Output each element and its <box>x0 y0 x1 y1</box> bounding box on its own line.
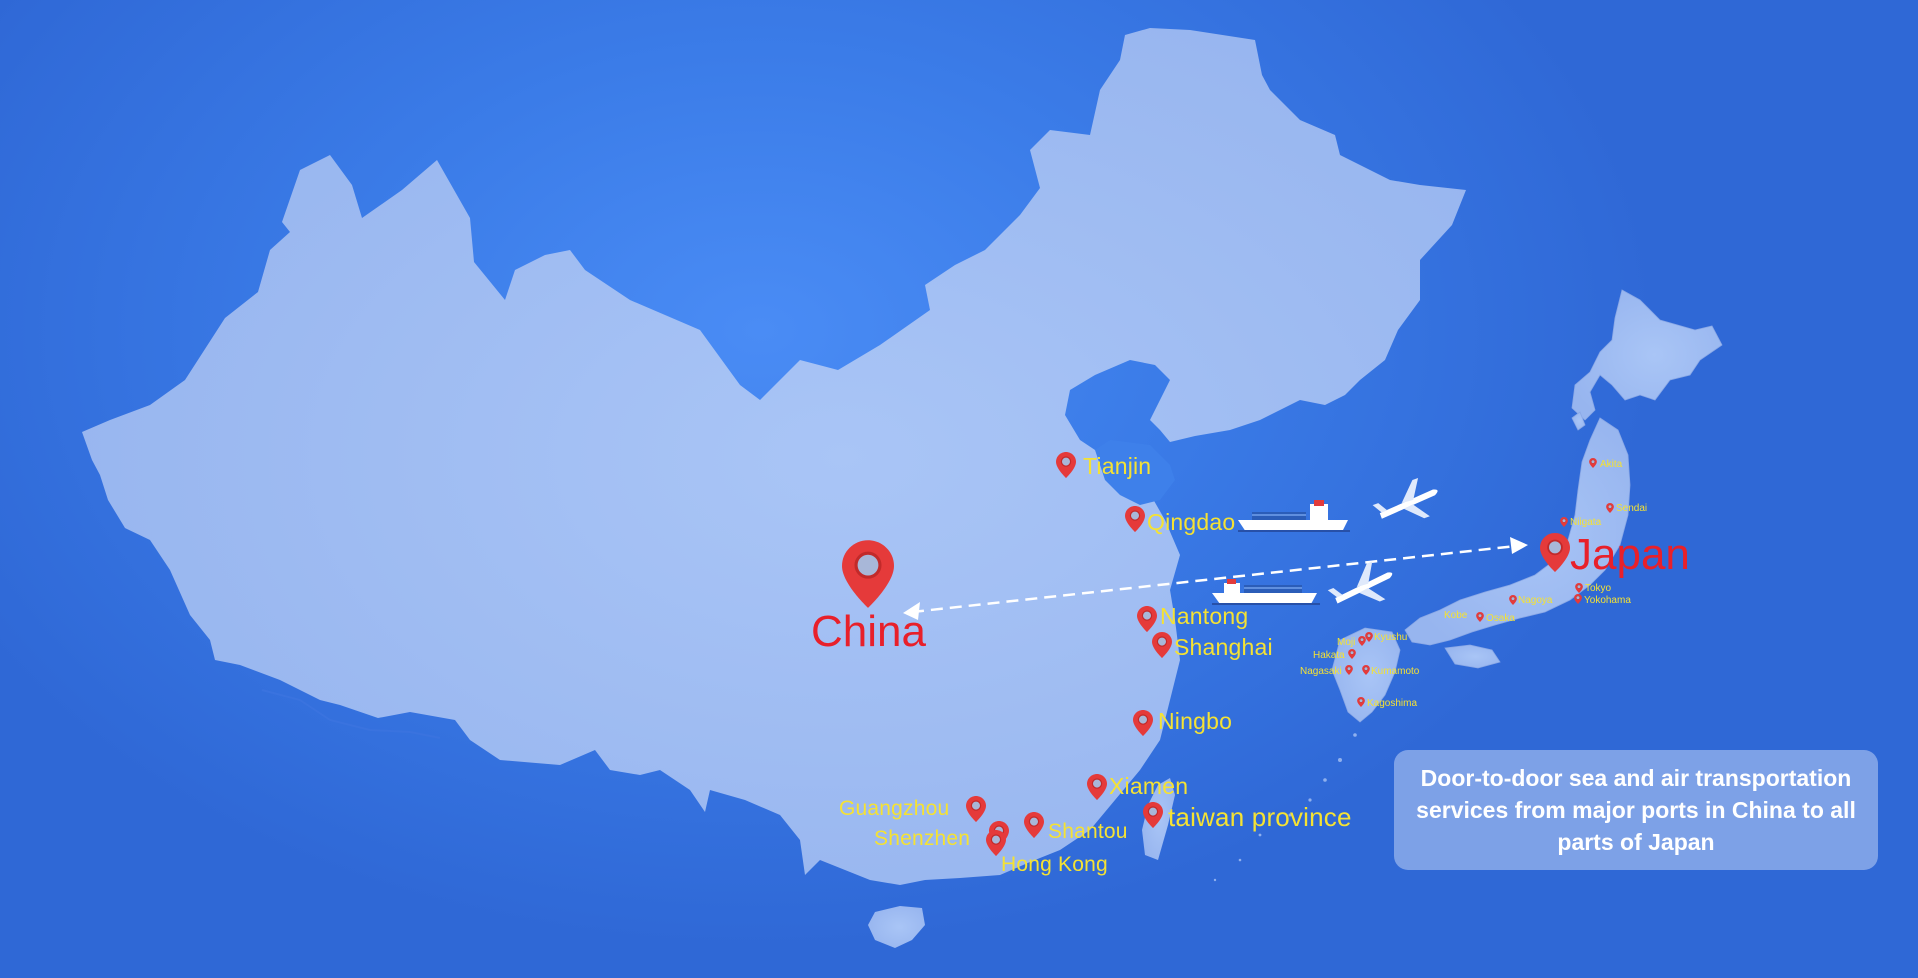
shipping-route <box>911 543 1526 614</box>
port-label-kyushu: Kyushu <box>1374 632 1408 643</box>
port-label-akita: Akita <box>1600 459 1623 470</box>
bohai-bay <box>1095 440 1175 505</box>
port-label-niigata: Niigata <box>1570 517 1602 528</box>
port-label-osaka: Osaka <box>1486 613 1515 624</box>
ryukyu-islands <box>1213 733 1357 882</box>
port-label-kumamoto: Kumamoto <box>1371 666 1420 677</box>
port-label-moji: Moji <box>1337 637 1356 648</box>
port-label-guangzhou: Guangzhou <box>839 797 950 820</box>
port-label-sendai: Sendai <box>1616 503 1648 514</box>
port-label-kobe: Kobe <box>1444 610 1468 621</box>
route-arrow-china <box>903 602 920 620</box>
port-label-hongkong: Hong Kong <box>1001 853 1108 876</box>
port-label-shantou: Shantou <box>1048 820 1128 843</box>
cargo-ship-icon <box>1238 500 1350 532</box>
country-label-china: China <box>811 607 926 656</box>
port-label-hakata: Hakata <box>1313 650 1345 661</box>
port-label-qingdao: Qingdao <box>1147 509 1236 535</box>
port-label-nantong: Nantong <box>1160 603 1249 629</box>
country-label-japan: Japan <box>1570 530 1690 579</box>
pin-niigata-icon <box>1560 517 1568 527</box>
japan-landmass <box>1331 289 1723 723</box>
service-description-box: Door-to-door sea and air transportation … <box>1394 750 1878 870</box>
border-line <box>261 689 441 739</box>
port-label-tokyo: Tokyo <box>1585 583 1612 594</box>
port-label-ningbo: Ningbo <box>1158 708 1233 734</box>
port-label-xiamen: Xiamen <box>1109 773 1189 799</box>
port-label-shanghai: Shanghai <box>1174 634 1273 660</box>
service-description-text: Door-to-door sea and air transportation … <box>1416 765 1856 855</box>
route-arrow-japan <box>1510 537 1528 554</box>
china-landmass <box>82 28 1466 885</box>
port-label-tianjin: Tianjin <box>1083 453 1152 479</box>
hainan-island <box>868 906 925 948</box>
port-label-yokohama: Yokohama <box>1584 595 1631 606</box>
pin-yokohama-icon <box>1574 594 1582 604</box>
port-label-taiwan: taiwan province <box>1168 802 1352 832</box>
port-label-nagoya: Nagoya <box>1518 595 1553 606</box>
port-label-kagoshima: Kagoshima <box>1367 698 1418 709</box>
airplane-icon <box>1372 477 1438 519</box>
port-label-shenzhen: Shenzhen <box>874 827 971 850</box>
port-label-nagasaki: Nagasaki <box>1300 666 1342 677</box>
airplane-icon <box>1327 561 1393 604</box>
cargo-ship-icon <box>1212 579 1320 605</box>
